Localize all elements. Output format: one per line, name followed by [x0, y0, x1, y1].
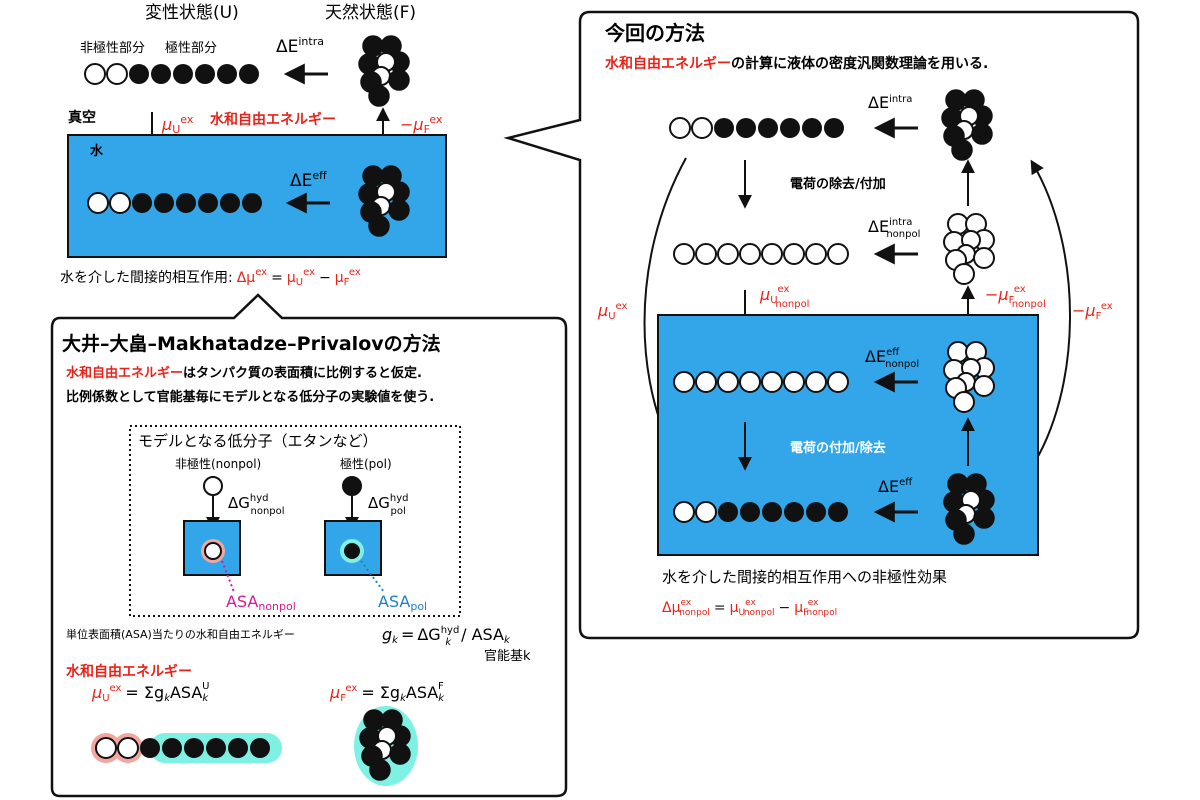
right-curve-right — [1029, 159, 1071, 471]
left-line2: 比例係数として官能基毎にモデルとなる低分子の実験値を使う. — [66, 389, 434, 405]
left-unfolded-chain-asa — [91, 733, 282, 763]
nonpolar-solvated-molecule — [204, 542, 222, 560]
left-title: 大井–大畠–Makhatadze–Privalovの方法 — [62, 332, 441, 355]
indirect-interaction-formula: 水を介した間接的相互作用:Δμex=μUex−μFex — [60, 267, 361, 288]
water-unfolded-chain — [87, 192, 262, 214]
asa-pol-pointer — [360, 560, 385, 593]
left-folded-protein-asa — [354, 706, 418, 786]
folded-title: 天然状態(F) — [325, 3, 416, 23]
mu-f-sum-formula: μFex= ΣgkASAkF — [329, 681, 445, 704]
polar-label: 極性(pol) — [340, 456, 392, 471]
top-left-panel: 変性状態(U) 天然状態(F) 非極性部分 極性部分 ΔEintra 真空 μU… — [60, 3, 447, 288]
right-delta-e-intra: ΔEintra — [868, 93, 912, 112]
mu-f-ex-label: −μFex — [400, 113, 443, 136]
left-bubble-outline — [50, 293, 568, 798]
nonpolar-model-molecule — [203, 476, 223, 496]
asa-nonpol-label: ASAnonpol — [226, 592, 296, 613]
nonpolar-part-label: 非極性部分 — [80, 40, 145, 56]
polar-solvated-molecule — [344, 543, 360, 559]
delta-e-eff-label: ΔEeff — [290, 169, 327, 191]
per-area-label: 単位表面積(ASA)当たりの水和自由エネルギー — [66, 627, 295, 641]
polar-model-molecule — [342, 476, 362, 496]
add-remove-charge-label: 電荷の付加/除去 — [790, 440, 886, 456]
vacuum-label: 真空 — [68, 109, 96, 126]
left-bubble: 大井–大畠–Makhatadze–Privalovの方法 水和自由エネルギーはタ… — [50, 293, 568, 798]
model-molecule-box — [129, 425, 461, 617]
right-delta-e-eff: ΔEeff — [878, 477, 913, 496]
model-title: モデルとなる低分子（エタンなど） — [138, 432, 378, 450]
asa-pol-label: ASApol — [378, 592, 427, 613]
right-row3-chain — [673, 371, 849, 393]
delta-e-intra-label: ΔEintra — [276, 35, 324, 57]
right-row1-chain — [669, 117, 844, 139]
water-label: 水 — [90, 143, 104, 159]
hyd-free-energy-heading: 水和自由エネルギー — [66, 663, 192, 680]
right-bubble: 今回の方法 水和自由エネルギーの計算に液体の密度汎関数理論を用いる. ΔEint… — [503, 10, 1140, 640]
right-description: 水和自由エネルギーの計算に液体の密度汎関数理論を用いる. — [605, 55, 988, 72]
mu-u-sum-formula: μUex= ΣgkASAkU — [91, 681, 209, 704]
mu-u-ex-label: μUex — [161, 113, 194, 136]
right-row2-chain — [673, 243, 849, 265]
right-mu-u-ex-label: μUex — [597, 301, 627, 322]
polar-part-label: 極性部分 — [165, 40, 217, 56]
unfolded-title: 変性状態(U) — [145, 3, 239, 23]
remove-add-charge-label: 電荷の除去/付加 — [790, 176, 886, 192]
left-line1: 水和自由エネルギーはタンパク質の表面積に比例すると仮定. — [66, 365, 422, 381]
nonpolar-label: 非極性(nonpol) — [175, 456, 261, 471]
per-group-label: 官能基k — [484, 648, 531, 664]
right-row4-chain — [673, 501, 848, 523]
hydration-free-energy-label: 水和自由エネルギー — [210, 111, 336, 128]
asa-nonpol-pointer — [221, 560, 235, 593]
vacuum-unfolded-chain — [84, 63, 259, 85]
right-title: 今回の方法 — [605, 21, 705, 45]
right-mu-f-ex-label: −μFex — [1072, 301, 1113, 322]
nonpolar-effect-caption: 水を介した間接的相互作用への非極性効果 — [662, 568, 947, 586]
vacuum-folded-protein — [358, 35, 410, 107]
nonpolar-water-box — [183, 520, 241, 576]
